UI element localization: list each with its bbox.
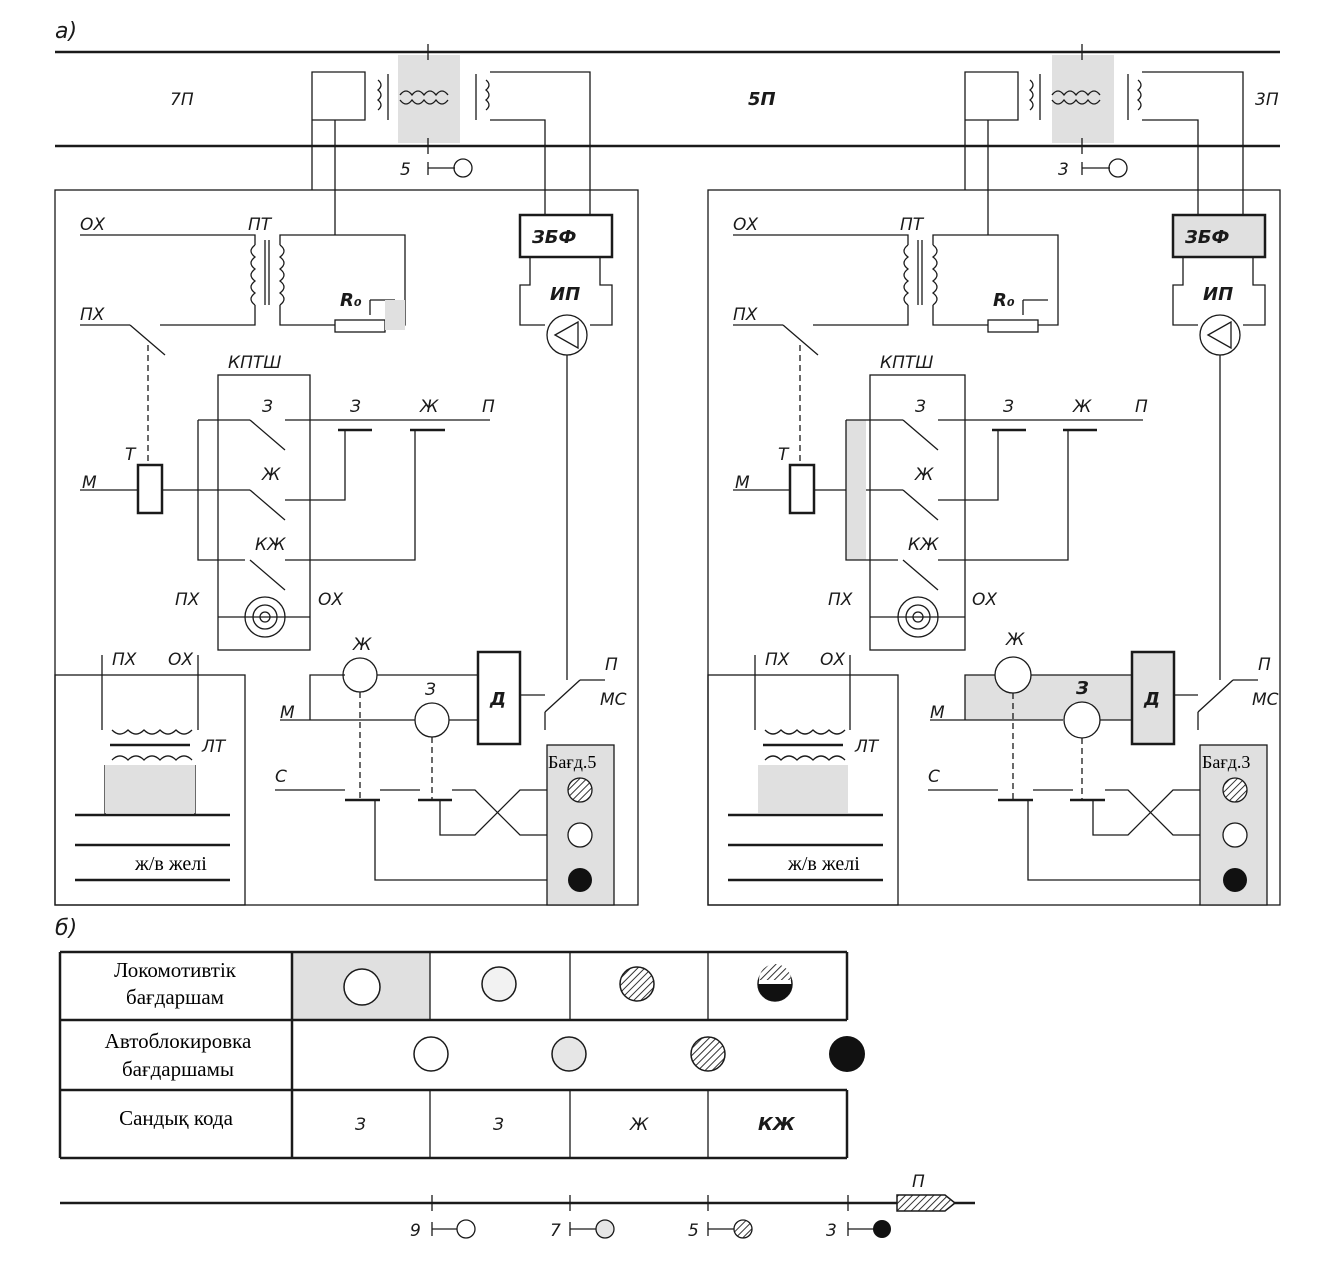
right-lt-label: ЛТ [854,737,880,757]
left-ox2-label: ОХ [318,590,343,610]
panel-label-a: а) [55,19,77,44]
right-c-label: С [928,767,940,787]
row-label-locomotive-1: Локомотивтік [114,958,237,982]
left-ip-label: ИП [550,284,580,305]
left-p-label: П [605,655,618,675]
right-line-label: ж/в желі [787,853,860,875]
left-kptsh-label: КПТШ [228,353,281,373]
right-ox2-label: ОХ [972,590,997,610]
left-code-p: П [482,397,495,417]
track-section-5p: 5П [748,89,776,110]
left-pt-label: ПТ [248,215,273,235]
right-p-label: П [1258,655,1271,675]
row-label-code: Сандық кода [119,1106,234,1130]
left-m2-label: М [280,703,295,723]
code-cell-4: КЖ [758,1114,796,1135]
row-label-autoblock-2: бағдаршамы [122,1057,234,1081]
left-contact-zh: Ж [261,465,281,485]
train-label: П [912,1172,925,1192]
bottom-signal-5: 5 [688,1221,699,1241]
left-px2-label: ПХ [175,590,200,610]
right-contact-zh: Ж [914,465,934,485]
signal-number-3: 3 [1058,160,1069,180]
right-signal-head-top [1081,158,1128,178]
right-m-label: М [735,473,750,493]
left-ox-label: ОХ [80,215,105,235]
left-contact-kzh: КЖ [255,535,286,555]
left-relay-z-label: З [425,680,436,700]
left-relay-zh-label: Ж [352,635,372,655]
right-code-p: П [1135,397,1148,417]
right-pt-label: ПТ [900,215,925,235]
left-track-transformers [311,71,591,235]
track-section-3p: 3П [1255,90,1279,110]
right-block [707,189,1281,906]
bottom-signal-9: 9 [410,1221,421,1241]
left-ms-label: МС [600,690,627,710]
row-label-locomotive-2: бағдаршам [126,985,224,1009]
right-contact-z: З [915,397,926,417]
right-lt-ox-label: ОХ [820,650,845,670]
left-r0-label: R₀ [340,290,362,311]
left-signal-label: Бағд.5 [548,752,596,772]
left-lt-ox-label: ОХ [168,650,193,670]
left-m-label: М [82,473,97,493]
left-line-label: ж/в желі [134,853,207,875]
code-cell-1: З [355,1115,366,1135]
right-code-zh: Ж [1072,397,1092,417]
left-c-label: С [275,767,287,787]
right-kptsh-label: КПТШ [880,353,933,373]
left-px-label: ПХ [80,305,105,325]
left-contact-z: З [262,397,273,417]
right-relay-z-label: З [1075,678,1089,699]
left-zbf-label: ЗБФ [531,227,577,248]
code-cell-3: Ж [629,1115,649,1135]
right-m2-label: М [930,703,945,723]
right-px2-label: ПХ [828,590,853,610]
left-t-label: Т [125,445,137,465]
code-cell-2: З [493,1115,504,1135]
left-code-z: З [350,397,361,417]
row-label-autoblock-1: Автоблокировка [105,1029,252,1053]
right-relay-d-label: Д [1143,689,1160,710]
right-code-z: З [1003,397,1014,417]
right-ox-label: ОХ [733,215,758,235]
right-r0-label: R₀ [993,290,1015,311]
right-contact-kzh: КЖ [908,535,939,555]
right-t-label: Т [778,445,790,465]
code-table [58,950,865,1160]
left-relay-d-label: Д [489,689,506,710]
panel-label-b: б) [55,916,77,941]
right-signal-label: Бағд.3 [1202,752,1250,772]
right-zbf-label: ЗБФ [1184,227,1230,248]
right-ms-label: МС [1252,690,1279,710]
right-track-transformers [964,71,1244,235]
left-code-zh: Ж [419,397,439,417]
track-rails [55,44,1280,154]
signal-number-5: 5 [400,160,411,180]
bottom-signal-3: 3 [826,1221,837,1241]
right-relay-zh-label: Ж [1005,630,1025,650]
bottom-track [60,1194,975,1239]
left-lt-px-label: ПХ [112,650,137,670]
left-lt-label: ЛТ [201,737,227,757]
right-lt-px-label: ПХ [765,650,790,670]
right-px-label: ПХ [733,305,758,325]
bottom-signal-7: 7 [550,1221,561,1241]
track-section-7p: 7П [170,90,194,110]
left-signal-head-top [427,158,473,178]
left-block [54,189,639,906]
right-ip-label: ИП [1203,284,1233,305]
